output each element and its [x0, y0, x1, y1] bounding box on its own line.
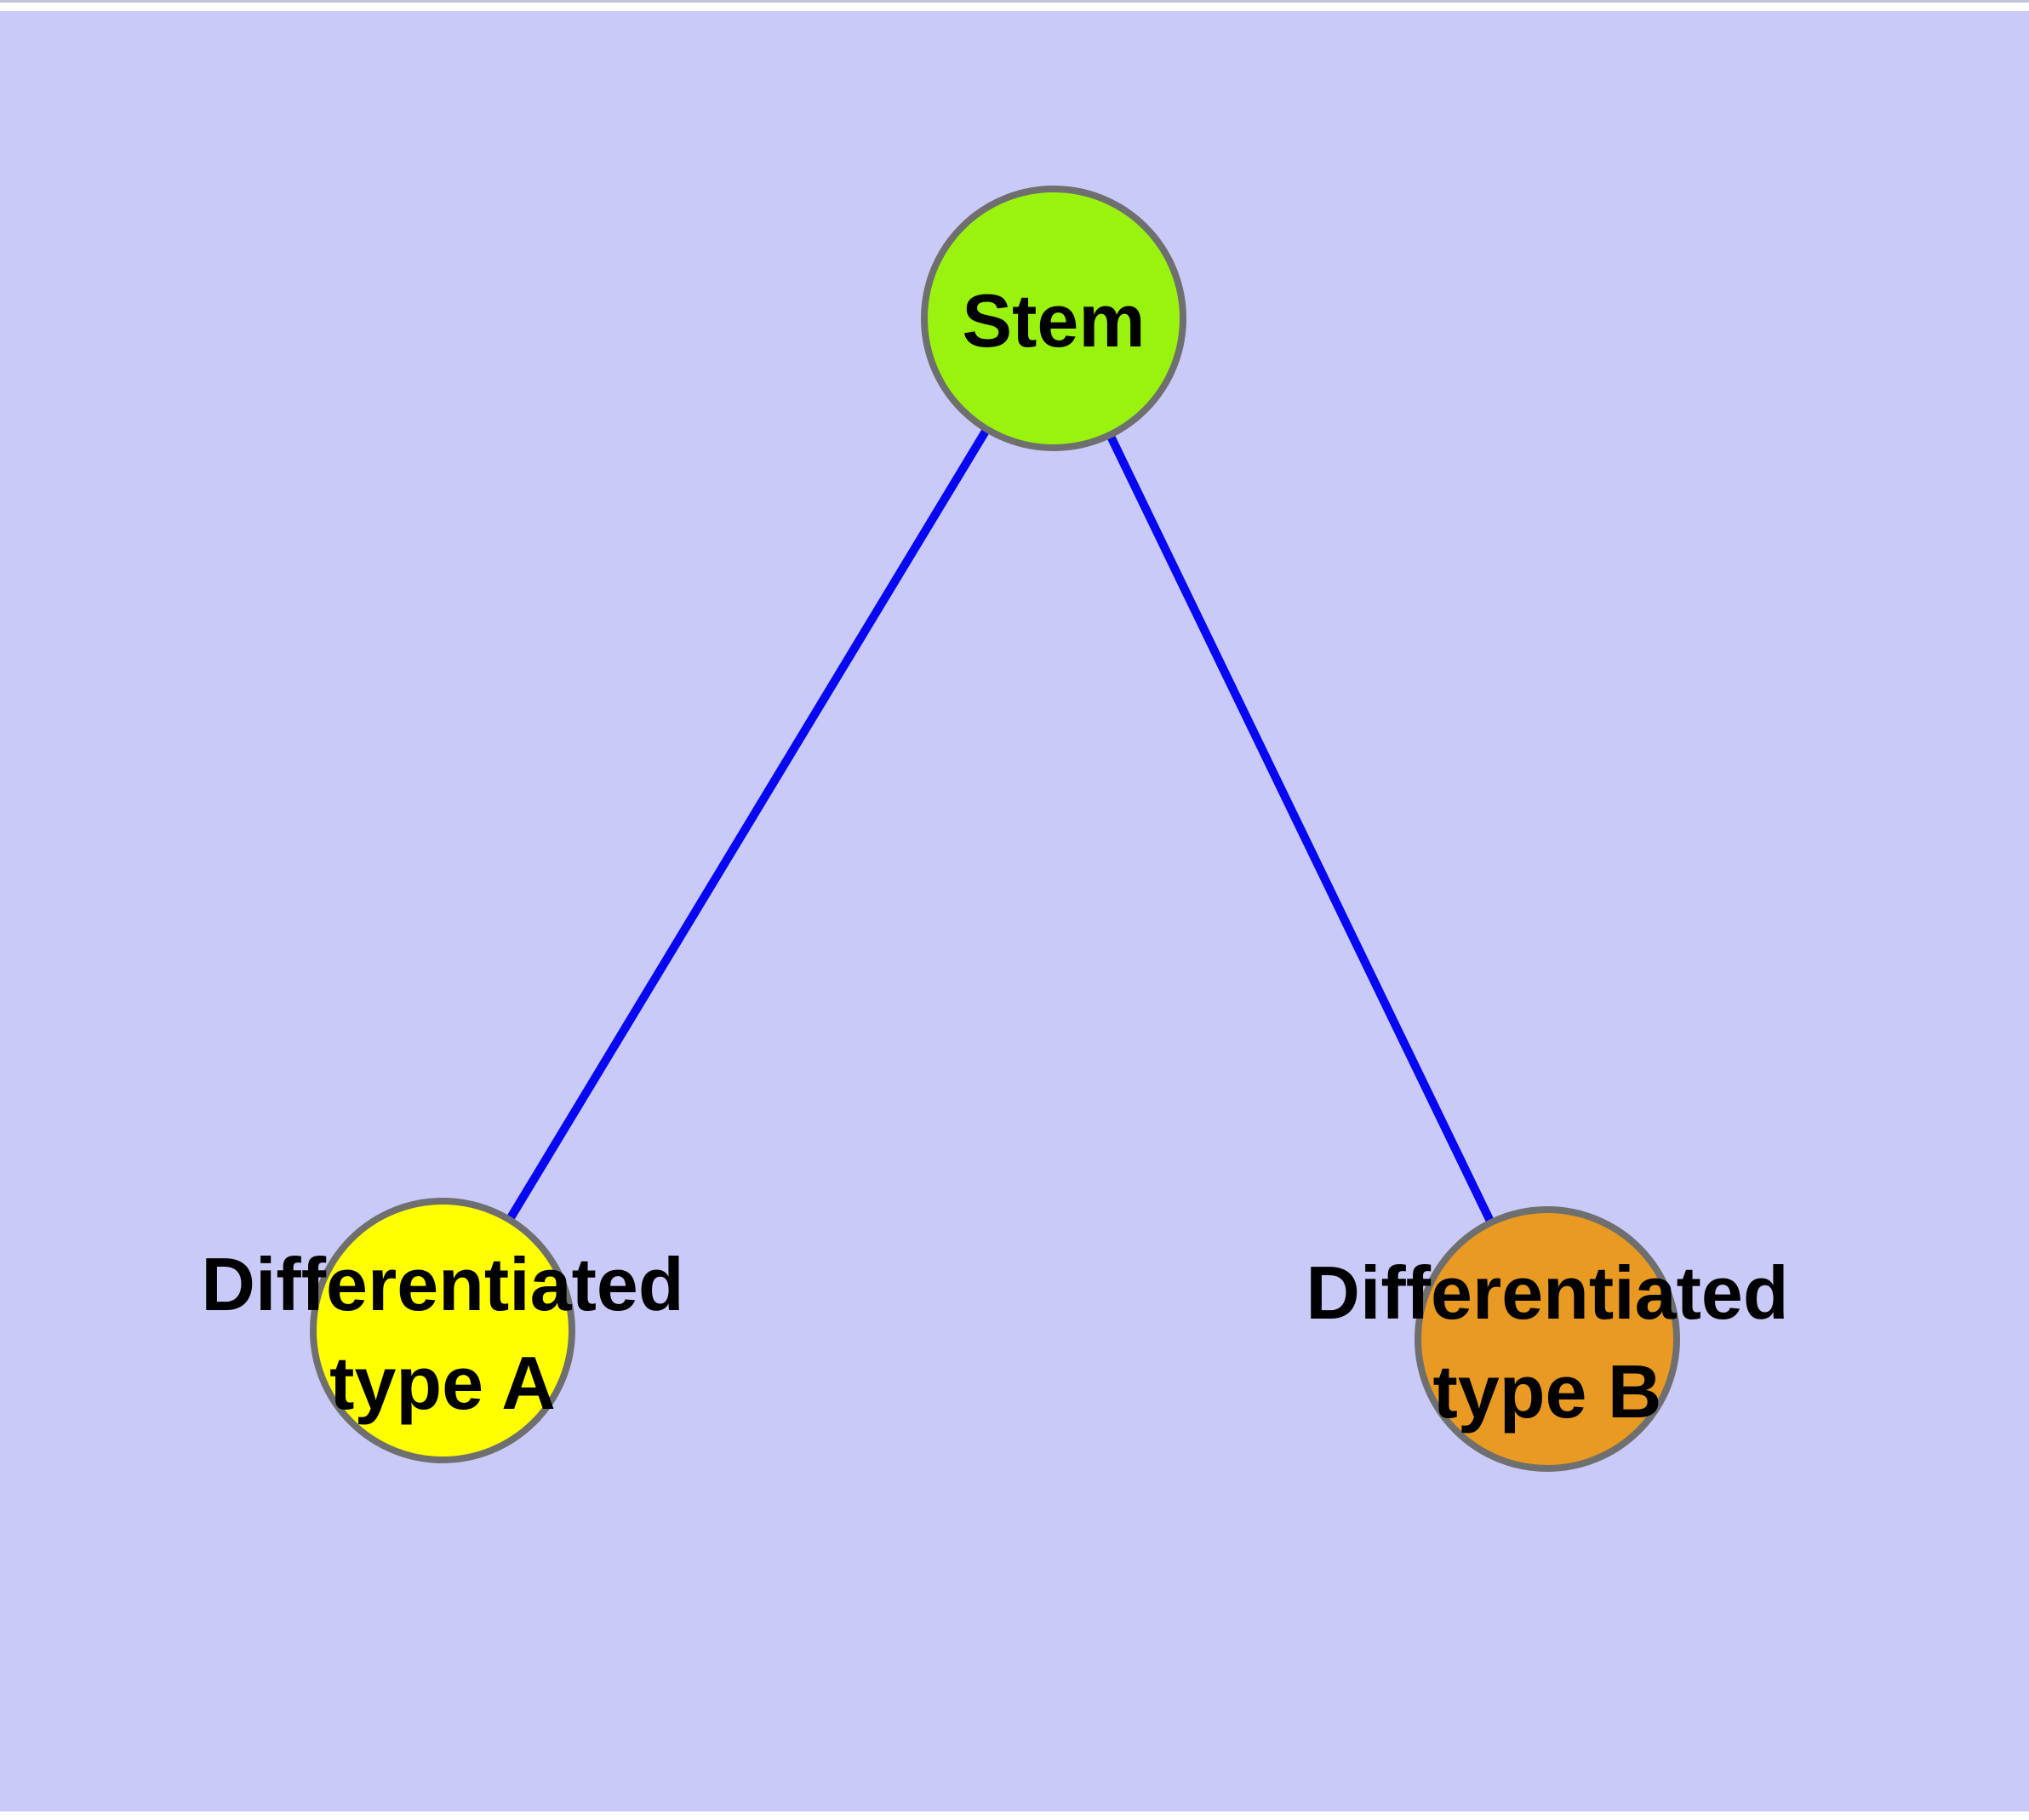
node-label-differentiated-type-b: Differentiated type B: [1306, 1251, 1788, 1434]
node-label-stem: Stem: [962, 278, 1145, 363]
node-label-differentiated-type-a: Differentiated type A: [201, 1242, 683, 1425]
top-frame-hairline: [0, 0, 2029, 3]
edge-stem-to-differentiated-type-a: [438, 316, 1058, 1333]
bottom-frame-band: [0, 1811, 2029, 1820]
node-label-line: type A: [329, 1341, 556, 1425]
edge-stem-to-differentiated-type-b: [1049, 316, 1552, 1342]
node-label-line: Differentiated: [1306, 1251, 1788, 1335]
node-differentiated-type-a: [310, 1198, 575, 1463]
node-label-line: Stem: [962, 278, 1145, 363]
top-frame-band: [0, 0, 2029, 11]
node-label-line: type B: [1433, 1349, 1662, 1434]
node-differentiated-type-b: [1415, 1206, 1680, 1472]
node-stem: [921, 186, 1186, 451]
node-label-line: Differentiated: [201, 1242, 683, 1326]
